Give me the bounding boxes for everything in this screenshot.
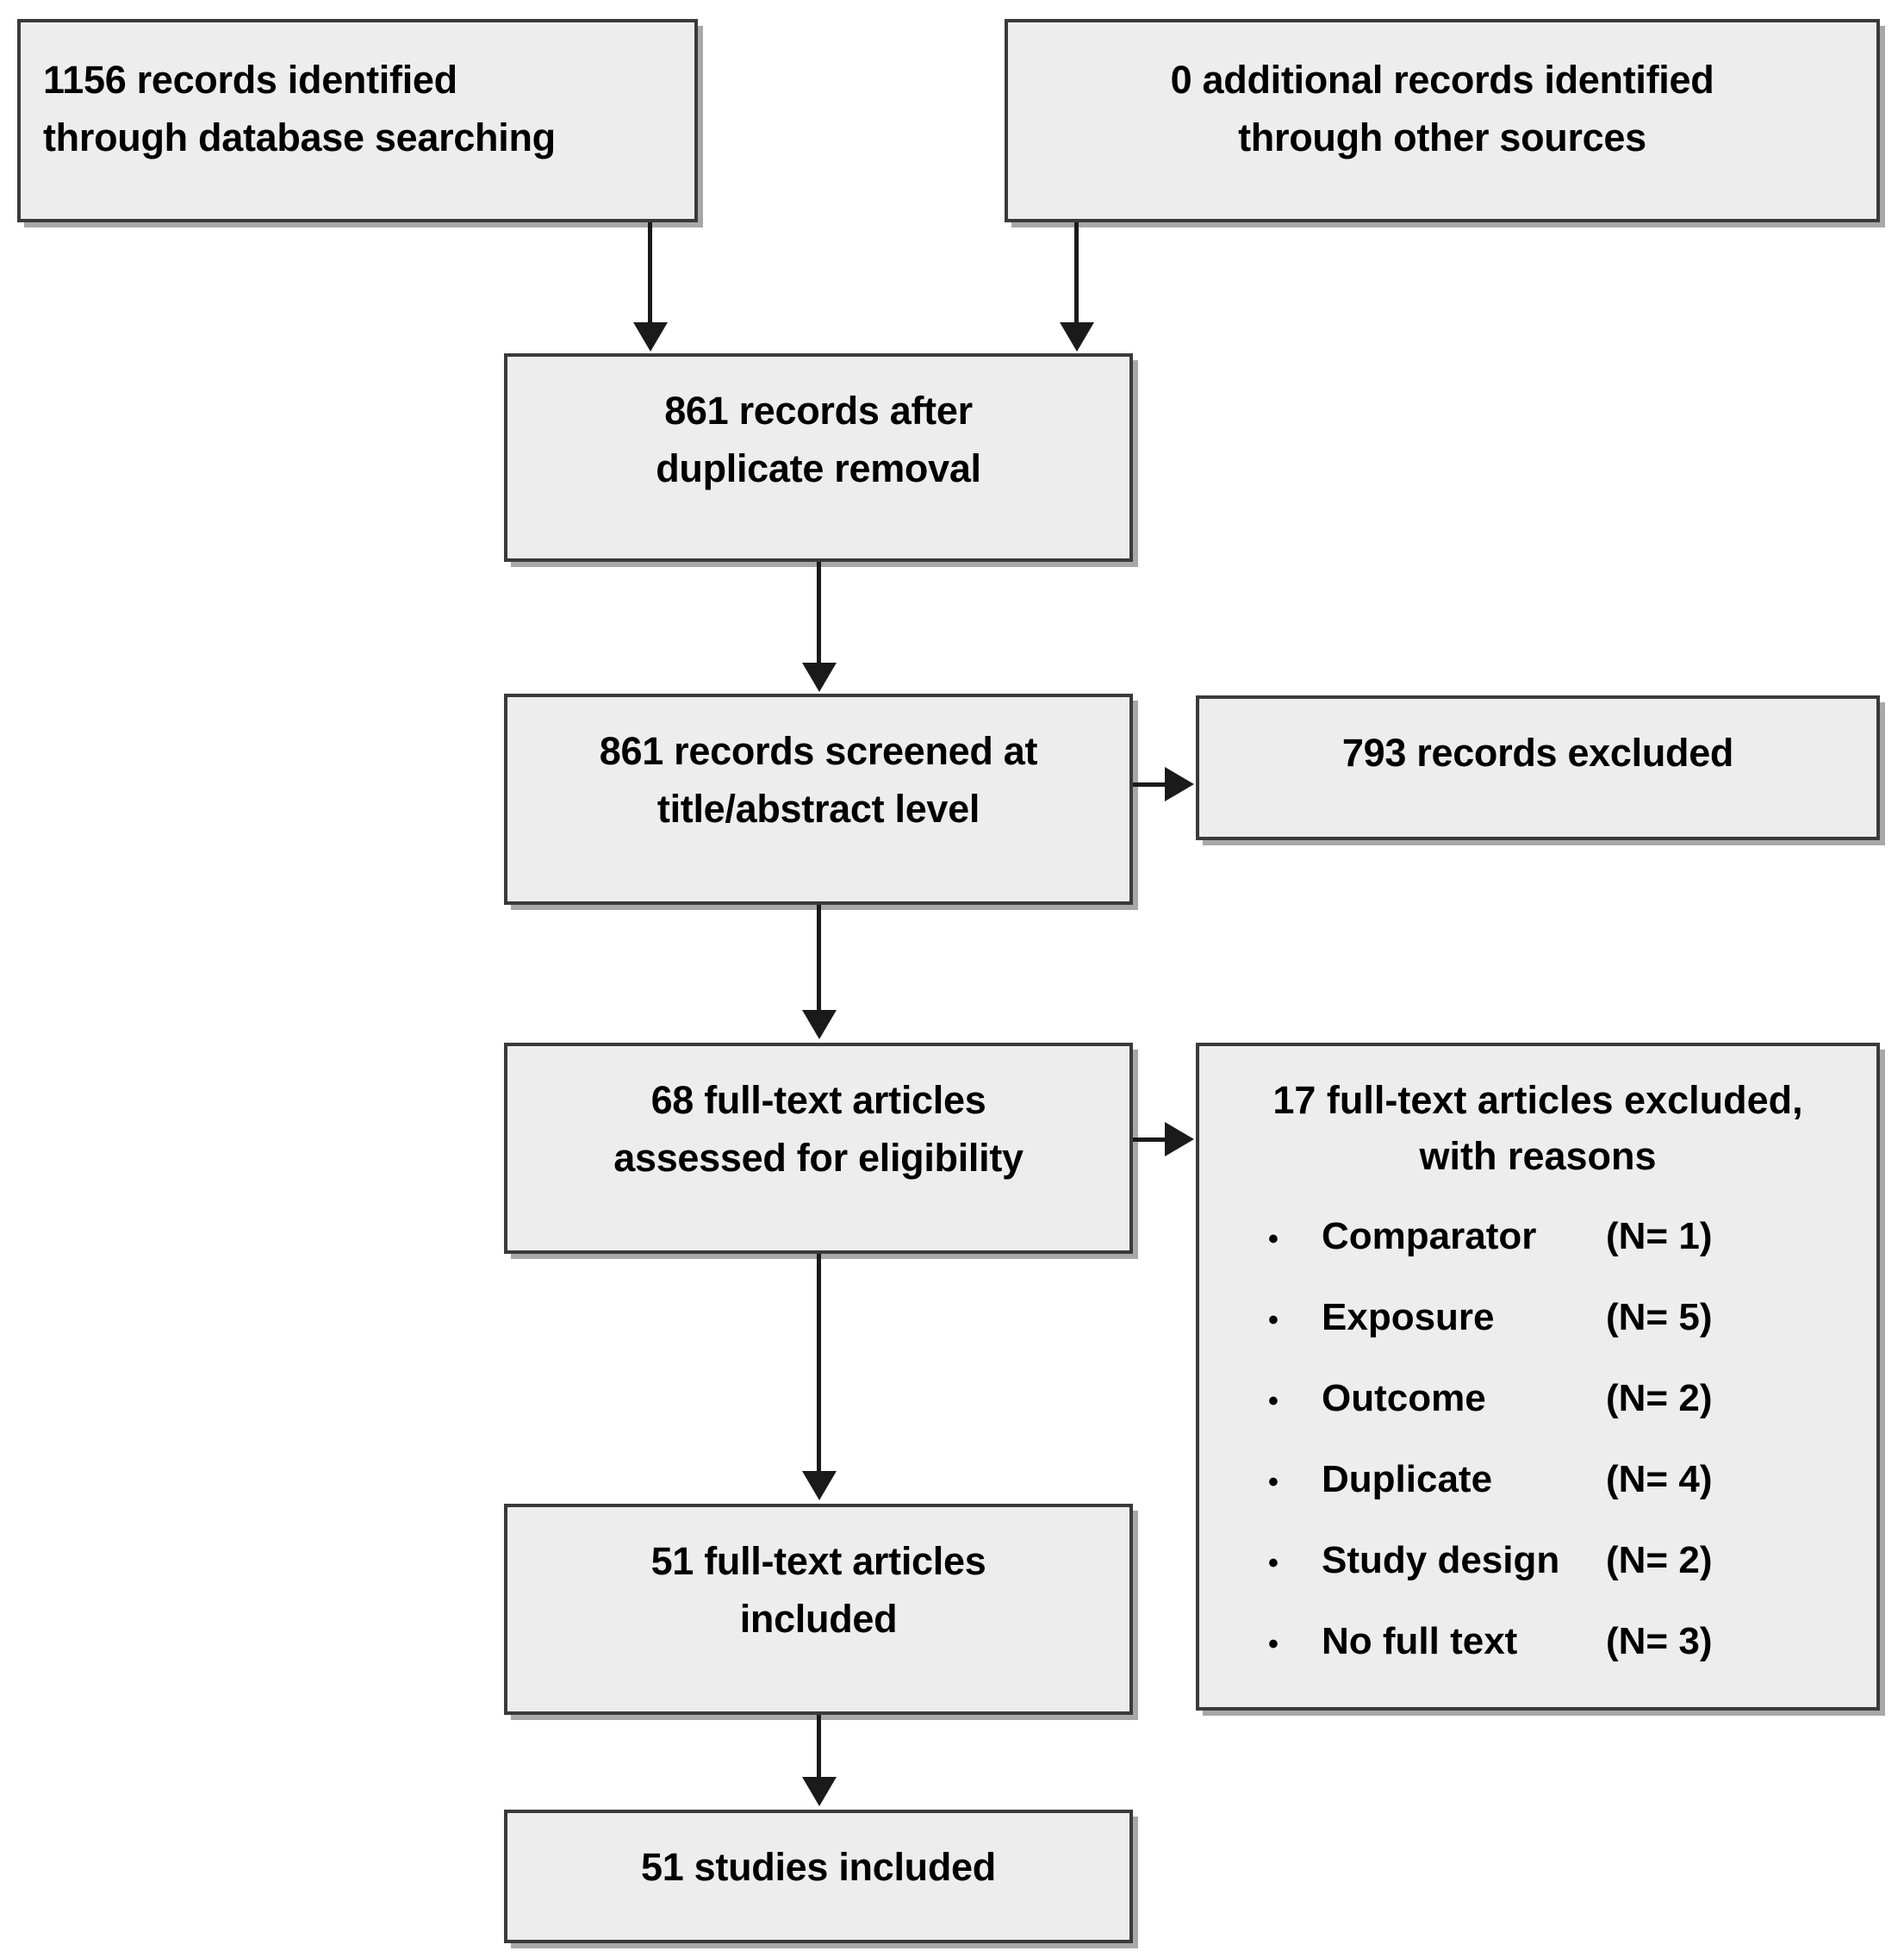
box-records-screened: 861 records screened at title/abstract l… <box>504 694 1133 905</box>
box-line: 68 full-text articles <box>650 1078 986 1122</box>
bullet-icon: • <box>1268 1222 1279 1256</box>
exclusion-reason-count: (N= 2) <box>1606 1376 1713 1419</box>
box-line: 861 records screened at <box>599 729 1038 773</box>
connector-fulltext-to-included <box>817 1254 821 1474</box>
box-line: 51 studies included <box>641 1845 996 1889</box>
exclusion-reason-item: • No full text (N= 3) <box>1199 1619 1876 1662</box>
connector-db-to-dedupe <box>648 222 652 326</box>
connector-dedupe-to-screened <box>817 562 821 665</box>
exclusion-reason-item: • Study design (N= 2) <box>1199 1538 1876 1581</box>
box-line: 0 additional records identified <box>1170 58 1714 102</box>
arrowhead-dedupe-to-screened <box>802 663 837 692</box>
exclusion-reason-item: • Exposure (N= 5) <box>1199 1295 1876 1338</box>
box-line: title/abstract level <box>656 786 980 831</box>
arrowhead-screened-to-excluded <box>1165 767 1194 801</box>
box-records-excluded: 793 records excluded <box>1196 695 1880 840</box>
box-fulltext-articles-excluded-with-reasons: 17 full-text articles excluded, with rea… <box>1196 1043 1880 1711</box>
exclusion-reason-label: No full text <box>1322 1619 1518 1662</box>
bullet-icon: • <box>1268 1627 1279 1661</box>
exclusion-reason-count: (N= 2) <box>1606 1538 1713 1581</box>
exclusion-reason-item: • Comparator (N= 1) <box>1199 1214 1876 1257</box>
exclusion-heading-line: 17 full-text articles excluded, <box>1272 1078 1803 1122</box>
exclusion-reason-item: • Outcome (N= 2) <box>1199 1376 1876 1419</box>
exclusion-reason-item: • Duplicate (N= 4) <box>1199 1457 1876 1500</box>
box-line: through database searching <box>43 115 556 159</box>
exclusion-reason-label: Study design <box>1322 1538 1560 1581</box>
exclusion-reason-count: (N= 1) <box>1606 1214 1713 1257</box>
arrowhead-other-to-dedupe <box>1060 322 1094 352</box>
arrowhead-db-to-dedupe <box>633 322 668 352</box>
connector-other-to-dedupe <box>1074 222 1079 326</box>
connector-included-to-studies <box>817 1715 821 1779</box>
bullet-icon: • <box>1268 1546 1279 1580</box>
box-fulltext-assessed-for-eligibility: 68 full-text articles assessed for eligi… <box>504 1043 1133 1254</box>
box-line: assessed for eligibility <box>613 1135 1024 1180</box>
connector-fulltext-to-excluded <box>1133 1137 1167 1142</box>
bullet-icon: • <box>1268 1465 1279 1499</box>
box-line: duplicate removal <box>656 446 981 490</box>
arrowhead-included-to-studies <box>802 1777 837 1806</box>
box-records-after-duplicate-removal: 861 records after duplicate removal <box>504 353 1133 562</box>
box-records-identified-database: 1156 records identified through database… <box>17 19 698 222</box>
bullet-icon: • <box>1268 1303 1279 1337</box>
exclusion-reason-count: (N= 3) <box>1606 1619 1713 1662</box>
arrowhead-fulltext-to-included <box>802 1471 837 1500</box>
box-line: 861 records after <box>664 389 973 433</box>
exclusion-heading-line: with reasons <box>1419 1134 1657 1179</box>
arrowhead-screened-to-fulltext <box>802 1010 837 1039</box>
box-studies-included: 51 studies included <box>504 1810 1133 1943</box>
bullet-icon: • <box>1268 1384 1279 1418</box>
box-fulltext-articles-included: 51 full-text articles included <box>504 1504 1133 1715</box>
exclusion-reason-count: (N= 5) <box>1606 1295 1713 1338</box>
box-records-identified-other-sources: 0 additional records identified through … <box>1005 19 1880 222</box>
box-line: included <box>739 1596 898 1641</box>
exclusion-reason-count: (N= 4) <box>1606 1457 1713 1500</box>
exclusion-reason-label: Exposure <box>1322 1295 1495 1338</box>
exclusion-reason-label: Outcome <box>1322 1376 1486 1419</box>
box-line: 1156 records identified <box>43 58 457 102</box>
exclusion-reasons-list: • Comparator (N= 1) • Exposure (N= 5) • … <box>1199 1214 1876 1662</box>
box-line: 793 records excluded <box>1341 731 1734 775</box>
box-line: through other sources <box>1238 115 1646 159</box>
connector-screened-to-excluded <box>1133 782 1167 787</box>
exclusion-reason-label: Duplicate <box>1322 1457 1493 1500</box>
exclusion-reason-label: Comparator <box>1322 1214 1537 1257</box>
connector-screened-to-fulltext <box>817 905 821 1013</box>
arrowhead-fulltext-to-excluded <box>1165 1122 1194 1156</box>
box-line: 51 full-text articles <box>650 1539 986 1583</box>
